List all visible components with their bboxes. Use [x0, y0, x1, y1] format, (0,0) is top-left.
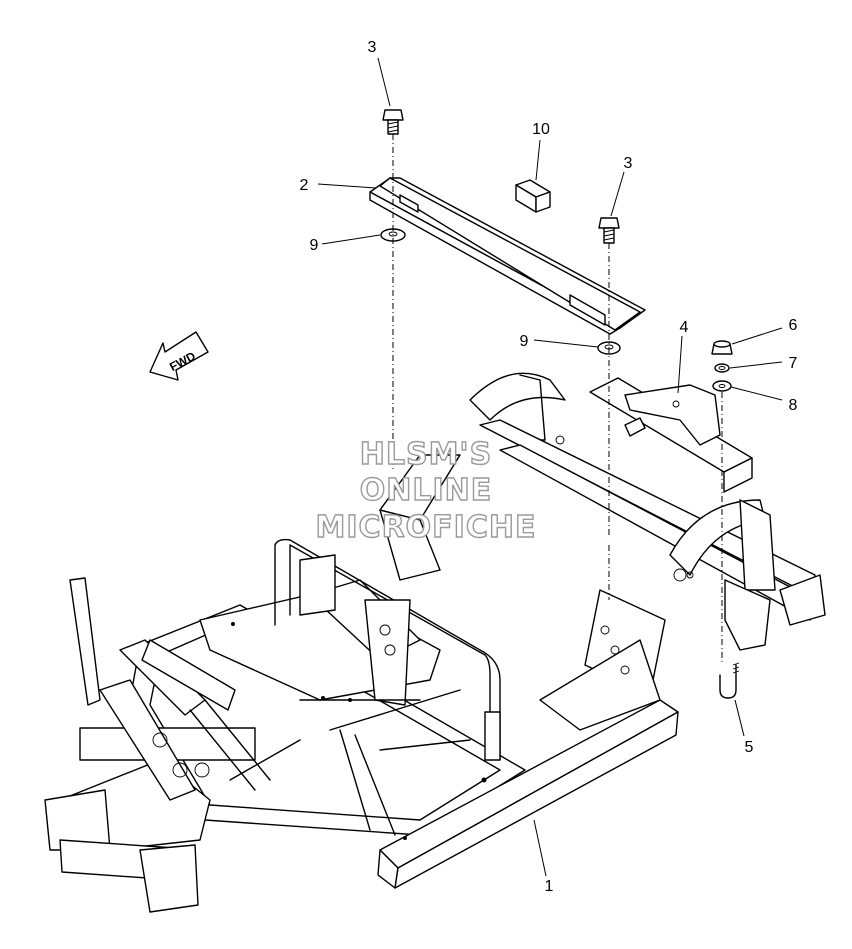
- assembly-centerlines: [392, 134, 723, 665]
- callout-6: 6: [789, 317, 798, 334]
- callout-5: 5: [745, 739, 754, 756]
- part-5-j-bolt: [719, 662, 740, 699]
- watermark-line-2: ONLINE: [360, 473, 493, 508]
- callout-labels: 3 10 3 2 9 9 4 6 7 8 5 1: [300, 39, 798, 895]
- callout-1: 1: [545, 878, 554, 895]
- watermark-line-3: MICROFICHE: [316, 510, 537, 545]
- callout-4: 4: [680, 319, 689, 336]
- watermark: HLSM'S ONLINE MICROFICHE: [315, 436, 537, 545]
- part-6-nut: [711, 340, 733, 355]
- part-3-bolt-left: [382, 109, 404, 135]
- part-7-lock-washer: [714, 363, 730, 373]
- callout-leaders: [317, 57, 783, 877]
- part-3-bolt-right: [598, 217, 620, 244]
- callout-7: 7: [789, 355, 798, 372]
- callout-2: 2: [300, 177, 309, 194]
- callout-3-right: 3: [624, 155, 633, 172]
- callout-9-left: 9: [310, 237, 319, 254]
- part-4-bracket: [589, 377, 753, 493]
- callout-10: 10: [532, 121, 550, 138]
- callout-9-right: 9: [520, 333, 529, 350]
- watermark-line-1: HLSM'S: [360, 437, 492, 472]
- frame-assembly: [44, 372, 826, 913]
- part-8-washer: [712, 380, 732, 392]
- forward-direction-arrow-icon: FWD: [149, 331, 209, 381]
- callout-8: 8: [789, 397, 798, 414]
- part-2-channel: [369, 177, 646, 335]
- part-10-block: [515, 179, 551, 213]
- callout-3-left: 3: [368, 39, 377, 56]
